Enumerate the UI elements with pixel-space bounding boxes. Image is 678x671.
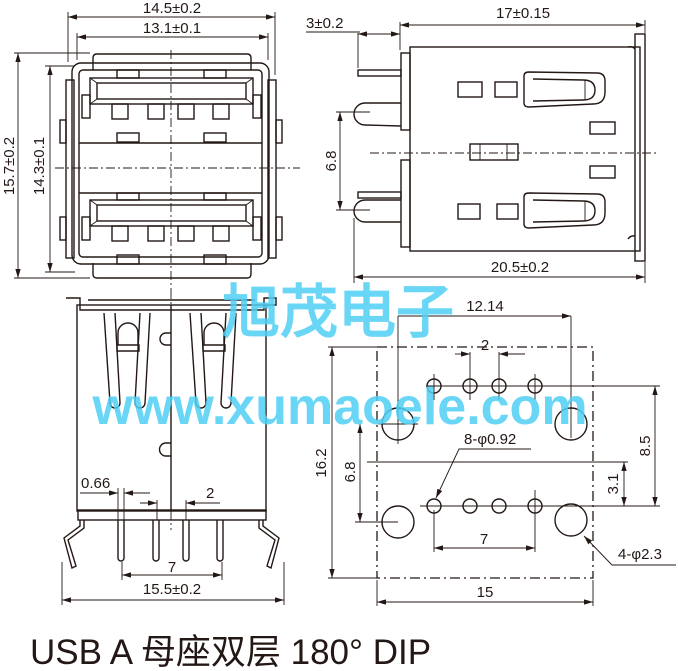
bottom-view: 0.66 2 7 15.5±0.2 bbox=[61, 290, 285, 605]
pcb-footprint: 12.14 2 8-φ0.92 16.2 6.8 8.5 3.1 7 4-φ2.… bbox=[313, 298, 676, 606]
front-view: 14.5±0.2 13.1±0.1 15.7±0.2 14.3±0.1 bbox=[1, 0, 300, 290]
dim-signal-span: 7 bbox=[480, 531, 488, 548]
dim-pitch: 2 bbox=[481, 337, 489, 354]
dim-hole-span: 12.14 bbox=[466, 298, 504, 315]
watermark-brand: 旭茂电子 bbox=[222, 280, 454, 345]
dim-pin-width: 0.66 bbox=[81, 475, 110, 492]
side-view: 3±0.2 17±0.15 20.5±0.2 6.8 bbox=[306, 5, 656, 283]
dim-pin-pitch: 2 bbox=[206, 485, 214, 502]
dim-pin-spacing: 6.8 bbox=[323, 151, 340, 172]
dim-height: 16.2 bbox=[313, 448, 330, 477]
dim-width: 15 bbox=[477, 584, 494, 601]
dim-body-length: 17±0.15 bbox=[496, 5, 550, 22]
mount-holes-label: 4-φ2.3 bbox=[618, 546, 662, 563]
dim-row-spacing: 6.8 bbox=[342, 462, 359, 483]
dim-offset-b: 3.1 bbox=[605, 474, 622, 495]
dim-pin-span: 7 bbox=[168, 559, 176, 576]
dim-total-length: 20.5±0.2 bbox=[491, 259, 549, 276]
watermark-url: www.xumaoele.com bbox=[91, 378, 587, 436]
dim-offset-a: 8.5 bbox=[637, 436, 654, 457]
dim-width-outer: 14.5±0.2 bbox=[143, 0, 201, 17]
drawing-title: USB A 母座双层 180° DIP bbox=[30, 633, 431, 671]
dim-leg-span: 15.5±0.2 bbox=[143, 581, 201, 598]
dim-height-inner: 14.3±0.1 bbox=[31, 137, 48, 195]
signal-holes-label: 8-φ0.92 bbox=[464, 431, 516, 448]
dim-width-inner: 13.1±0.1 bbox=[143, 20, 201, 37]
dim-pin-length: 3±0.2 bbox=[306, 15, 343, 32]
dim-height-outer: 15.7±0.2 bbox=[1, 137, 18, 195]
